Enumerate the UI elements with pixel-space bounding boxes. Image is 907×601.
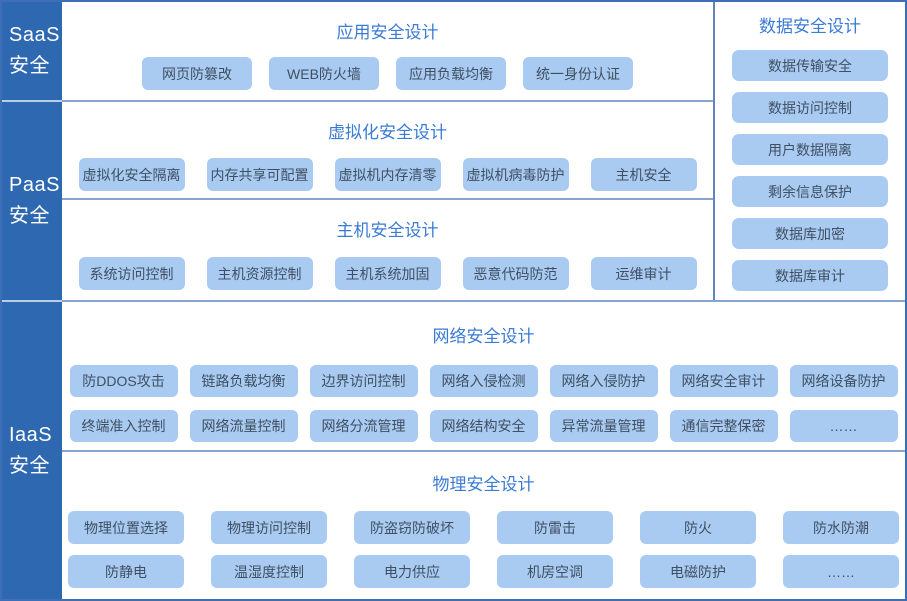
security-item-chip: 电磁防护 [640, 555, 756, 588]
security-item-chip: 防水防潮 [783, 511, 899, 544]
security-item-chip: 虚拟机病毒防护 [462, 158, 569, 191]
security-item-chip: 网络分流管理 [309, 410, 418, 442]
security-item-chip: 物理访问控制 [211, 511, 327, 544]
section-title-host: 主机安全设计 [336, 221, 439, 240]
security-item-chip: 应用负载均衡 [396, 57, 506, 90]
security-item-chip: 数据传输安全 [732, 50, 888, 81]
security-item-chip: 通信完整保密 [669, 410, 778, 442]
application-chip-group: 网页防篡改 WEB防火墙 应用负载均衡 统一身份认证 [62, 57, 713, 90]
security-item-chip: 虚拟化安全隔离 [78, 158, 185, 191]
security-item-chip: 运维审计 [590, 257, 697, 290]
security-item-chip: 系统访问控制 [78, 257, 185, 290]
security-item-chip: 统一身份认证 [523, 57, 633, 90]
network-chip-group: 防DDOS攻击 链路负载均衡 边界访问控制 网络入侵检测 网络入侵防护 网络安全… [62, 365, 905, 442]
sidebar-label-iaas-line1: IaaS [9, 423, 53, 446]
security-item-chip: 网络安全审计 [669, 365, 778, 397]
section-title-physical: 物理安全设计 [432, 475, 535, 494]
sidebar-label-iaas: IaaS 安全 [2, 300, 62, 599]
physical-chip-group: 物理位置选择 物理访问控制 防盗窃防破坏 防雷击 防火 防水防潮 防静电 温湿度… [62, 511, 905, 588]
sidebar-label-saas-line1: SaaS [9, 24, 60, 46]
section-application-security: 应用安全设计 网页防篡改 WEB防火墙 应用负载均衡 统一身份认证 [62, 2, 713, 100]
security-item-chip: 主机系统加固 [334, 257, 441, 290]
section-title-network: 网络安全设计 [432, 327, 535, 346]
security-item-chip: 网络流量控制 [189, 410, 298, 442]
security-item-chip: 温湿度控制 [211, 555, 327, 588]
security-item-chip: 物理位置选择 [68, 511, 184, 544]
security-item-chip: 主机安全 [590, 158, 697, 191]
security-item-chip: 数据库加密 [732, 218, 888, 249]
security-item-chip: 防DDOS攻击 [69, 365, 178, 397]
security-item-chip: 防盗窃防破坏 [354, 511, 470, 544]
security-item-chip: 链路负载均衡 [189, 365, 298, 397]
section-title-application: 应用安全设计 [336, 23, 439, 42]
security-item-chip: 异常流量管理 [549, 410, 658, 442]
security-item-chip: 终端准入控制 [69, 410, 178, 442]
security-item-chip: 数据库审计 [732, 260, 888, 291]
security-item-chip: 电力供应 [354, 555, 470, 588]
security-item-chip: WEB防火墙 [269, 57, 379, 90]
sidebar-label-iaas-line2: 安全 [9, 454, 50, 477]
security-item-chip: 网页防篡改 [142, 57, 252, 90]
sidebar-label-paas-line1: PaaS [9, 174, 60, 196]
section-data-security: 数据安全设计 数据传输安全 数据访问控制 用户数据隔离 剩余信息保护 数据库加密… [713, 2, 905, 300]
host-chip-group: 系统访问控制 主机资源控制 主机系统加固 恶意代码防范 运维审计 [62, 257, 713, 290]
security-item-chip: 网络结构安全 [429, 410, 538, 442]
security-item-chip-ellipsis: …… [789, 410, 898, 442]
virtualization-chip-group: 虚拟化安全隔离 内存共享可配置 虚拟机内存清零 虚拟机病毒防护 主机安全 [62, 158, 713, 191]
sidebar-label-paas: PaaS 安全 [2, 100, 62, 300]
section-network-security: 网络安全设计 防DDOS攻击 链路负载均衡 边界访问控制 网络入侵检测 网络入侵… [62, 300, 905, 450]
sidebar-label-paas-line2: 安全 [9, 205, 50, 227]
security-item-chip: 数据访问控制 [732, 92, 888, 123]
security-item-chip: 剩余信息保护 [732, 176, 888, 207]
security-item-chip: 边界访问控制 [309, 365, 418, 397]
sidebar-label-saas-line2: 安全 [9, 55, 50, 77]
data-chip-group: 数据传输安全 数据访问控制 用户数据隔离 剩余信息保护 数据库加密 数据库审计 [715, 50, 905, 291]
security-item-chip: 防火 [640, 511, 756, 544]
section-physical-security: 物理安全设计 物理位置选择 物理访问控制 防盗窃防破坏 防雷击 防火 防水防潮 … [62, 450, 905, 599]
sidebar-label-saas: SaaS 安全 [2, 2, 62, 100]
security-item-chip-ellipsis: …… [783, 555, 899, 588]
security-item-chip: 机房空调 [497, 555, 613, 588]
security-item-chip: 网络入侵检测 [429, 365, 538, 397]
security-item-chip: 网络入侵防护 [549, 365, 658, 397]
security-item-chip: 虚拟机内存清零 [334, 158, 441, 191]
security-item-chip: 防静电 [68, 555, 184, 588]
security-item-chip: 用户数据隔离 [732, 134, 888, 165]
section-title-virtualization: 虚拟化安全设计 [328, 123, 447, 142]
security-item-chip: 网络设备防护 [789, 365, 898, 397]
section-title-data: 数据安全设计 [759, 17, 861, 36]
security-item-chip: 主机资源控制 [206, 257, 313, 290]
security-item-chip: 恶意代码防范 [462, 257, 569, 290]
section-virtualization-security: 虚拟化安全设计 虚拟化安全隔离 内存共享可配置 虚拟机内存清零 虚拟机病毒防护 … [62, 100, 713, 198]
section-host-security: 主机安全设计 系统访问控制 主机资源控制 主机系统加固 恶意代码防范 运维审计 [62, 198, 713, 300]
security-item-chip: 防雷击 [497, 511, 613, 544]
security-item-chip: 内存共享可配置 [206, 158, 313, 191]
